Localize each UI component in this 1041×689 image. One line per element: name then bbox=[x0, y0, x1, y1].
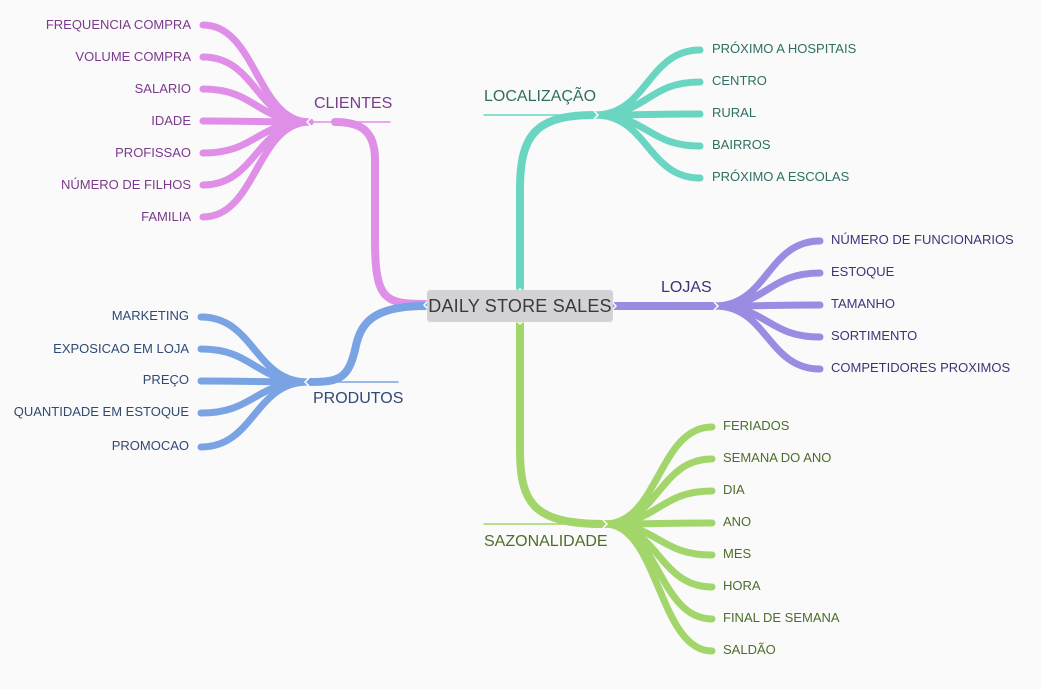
branch-lojas-label: LOJAS bbox=[661, 279, 712, 296]
leaf-lojas[interactable]: SORTIMENTO bbox=[831, 328, 918, 343]
leaf-clientes[interactable]: VOLUME COMPRA bbox=[75, 49, 191, 64]
junction-chevron-icon bbox=[593, 110, 600, 120]
link-center-localizacao bbox=[516, 111, 599, 292]
leaf-clientes[interactable]: FREQUENCIA COMPRA bbox=[45, 17, 191, 32]
leaf-sazonalidade[interactable]: FINAL DE SEMANA bbox=[723, 610, 840, 625]
junction-chevron-icon bbox=[713, 301, 720, 311]
junction-chevron-icon bbox=[422, 300, 429, 310]
leaf-clientes[interactable]: SALARIO bbox=[134, 81, 191, 96]
link-sazonalidade-leaf bbox=[601, 520, 716, 655]
leaf-localizacao[interactable]: PRÓXIMO A ESCOLAS bbox=[712, 169, 850, 184]
leaf-localizacao[interactable]: RURAL bbox=[712, 105, 757, 120]
leaf-lojas[interactable]: TAMANHO bbox=[831, 296, 896, 311]
leaf-clientes[interactable]: FAMILIA bbox=[141, 209, 191, 224]
branch-localizacao[interactable]: LOCALIZAÇÃO bbox=[484, 88, 596, 106]
branch-clientes[interactable]: CLIENTES bbox=[314, 95, 392, 113]
leaf-sazonalidade[interactable]: SEMANA DO ANO bbox=[723, 450, 832, 465]
link-localizacao-leaf bbox=[591, 111, 704, 182]
link-center-clientes bbox=[331, 118, 429, 308]
branch-sazonalidade-label: SAZONALIDADE bbox=[484, 533, 608, 550]
leaf-lojas[interactable]: NÚMERO DE FUNCIONARIOS bbox=[831, 232, 1014, 247]
link-center-produtos bbox=[306, 302, 429, 386]
junction-chevron-icon bbox=[305, 117, 312, 127]
link-lojas-leaf bbox=[711, 302, 824, 373]
leaf-localizacao[interactable]: BAIRROS bbox=[712, 137, 771, 152]
central-node-label: DAILY STORE SALES bbox=[428, 295, 612, 316]
branch-lojas[interactable]: LOJAS bbox=[661, 279, 712, 297]
leaf-produtos[interactable]: PREÇO bbox=[142, 372, 189, 387]
branch-sazonalidade[interactable]: SAZONALIDADE bbox=[484, 533, 608, 551]
branch-clientes-label: CLIENTES bbox=[314, 95, 393, 112]
leaf-localizacao[interactable]: PRÓXIMO A HOSPITAIS bbox=[712, 41, 857, 56]
link-clientes-leaf bbox=[199, 118, 314, 221]
leaf-clientes[interactable]: NÚMERO DE FILHOS bbox=[60, 177, 191, 192]
leaf-produtos[interactable]: PROMOCAO bbox=[111, 438, 189, 453]
junction-chevron-icon bbox=[602, 519, 609, 529]
leaf-clientes[interactable]: PROFISSAO bbox=[115, 145, 191, 160]
leaf-produtos[interactable]: QUANTIDADE EM ESTOQUE bbox=[13, 404, 189, 419]
leaf-produtos[interactable]: EXPOSICAO EM LOJA bbox=[53, 341, 189, 356]
leaf-lojas[interactable]: COMPETIDORES PROXIMOS bbox=[831, 360, 1011, 375]
branch-produtos[interactable]: PRODUTOS bbox=[313, 390, 403, 408]
leaf-produtos[interactable]: MARKETING bbox=[111, 308, 189, 323]
link-center-sazonalidade bbox=[516, 320, 609, 528]
junction-chevron-icon bbox=[611, 301, 618, 311]
leaf-sazonalidade[interactable]: FERIADOS bbox=[723, 418, 790, 433]
central-node[interactable]: DAILY STORE SALES bbox=[427, 290, 613, 322]
leaf-sazonalidade[interactable]: ANO bbox=[723, 514, 752, 529]
branch-produtos-label: PRODUTOS bbox=[313, 390, 404, 407]
leaf-lojas[interactable]: ESTOQUE bbox=[831, 264, 895, 279]
leaf-sazonalidade[interactable]: SALDÃO bbox=[723, 642, 776, 657]
junction-chevron-icon bbox=[303, 377, 310, 387]
branch-localizacao-label: LOCALIZAÇÃO bbox=[484, 88, 597, 105]
leaf-sazonalidade[interactable]: MES bbox=[723, 546, 752, 561]
leaf-sazonalidade[interactable]: DIA bbox=[723, 482, 745, 497]
leaf-sazonalidade[interactable]: HORA bbox=[723, 578, 761, 593]
leaf-clientes[interactable]: IDADE bbox=[151, 113, 191, 128]
link-produtos-leaf bbox=[197, 378, 312, 451]
leaf-localizacao[interactable]: CENTRO bbox=[712, 73, 767, 88]
